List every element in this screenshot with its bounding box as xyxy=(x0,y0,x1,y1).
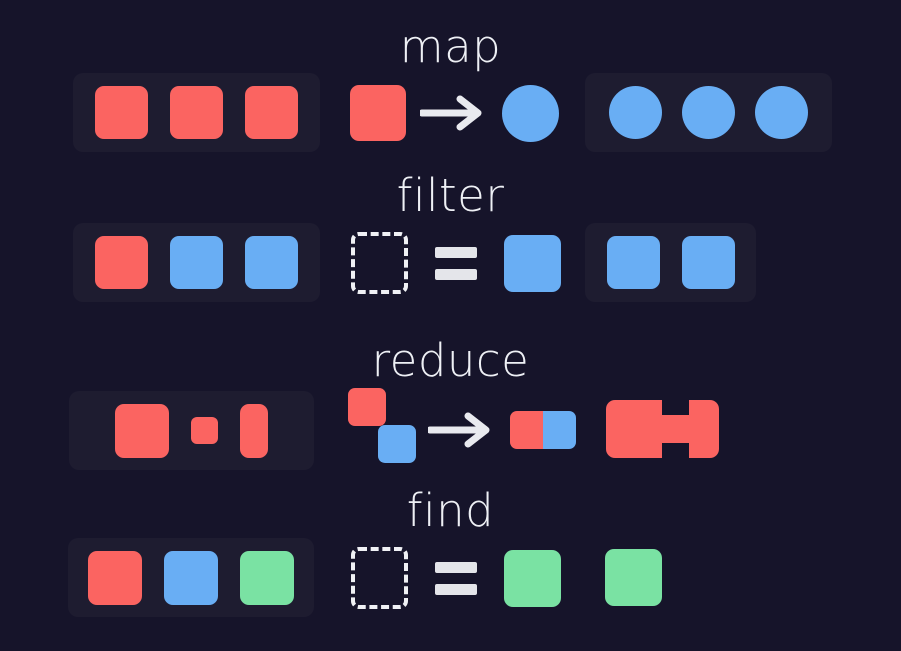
filter-operation xyxy=(351,232,561,294)
row-map: map xyxy=(0,0,901,170)
filter-output-item-1 xyxy=(606,236,660,289)
filter-input-item-2 xyxy=(170,236,223,289)
row-reduce: reduce xyxy=(0,314,901,484)
find-predicate-placeholder-icon xyxy=(351,547,408,609)
filter-predicate-match-shape xyxy=(504,234,561,292)
row-title-reduce: reduce xyxy=(371,334,530,387)
row-filter: filter xyxy=(0,149,901,319)
filter-input-item-1 xyxy=(95,236,148,289)
filter-input-list xyxy=(73,223,320,302)
find-output-value xyxy=(605,549,662,606)
map-output-item-3 xyxy=(755,86,808,139)
find-input-item-2 xyxy=(164,550,218,605)
map-operation xyxy=(350,80,559,146)
reduce-output-segment-2 xyxy=(662,415,689,443)
reduce-accumulated-pair xyxy=(510,411,576,449)
reduce-output-value xyxy=(606,400,719,458)
reduce-input-list xyxy=(69,391,314,470)
reduce-input-item-2 xyxy=(191,417,218,444)
reduce-input-item-3 xyxy=(240,403,268,458)
arrow-right-icon xyxy=(428,410,496,450)
filter-predicate-placeholder-icon xyxy=(351,232,408,294)
map-input-list xyxy=(73,73,320,152)
reduce-accumulated-part-2 xyxy=(543,411,576,449)
find-input-item-3 xyxy=(240,550,294,605)
find-predicate-match-shape xyxy=(504,549,561,607)
map-output-item-2 xyxy=(682,86,735,139)
find-output-item-1 xyxy=(605,549,662,606)
reduce-operand-2 xyxy=(378,425,416,463)
find-input-list xyxy=(68,538,314,617)
map-output-item-1 xyxy=(609,86,662,139)
map-operation-target-shape xyxy=(502,84,559,142)
reduce-operand-1 xyxy=(348,388,386,426)
row-title-filter: filter xyxy=(396,169,505,222)
reduce-output-segment-1 xyxy=(606,400,662,458)
filter-input-item-3 xyxy=(245,236,298,289)
equals-icon xyxy=(435,561,477,595)
arrow-right-icon xyxy=(420,93,488,133)
reduce-operands xyxy=(348,388,416,472)
equals-icon xyxy=(435,246,477,280)
reduce-output-segment-3 xyxy=(689,400,719,458)
reduce-operation xyxy=(348,388,576,472)
filter-output-list xyxy=(585,223,756,302)
row-find: find xyxy=(0,464,901,651)
filter-output-item-2 xyxy=(681,236,735,289)
map-input-item-1 xyxy=(95,86,148,139)
map-output-list xyxy=(585,73,832,152)
row-title-map: map xyxy=(399,20,502,73)
map-operation-source-shape xyxy=(350,85,406,141)
reduce-input-item-1 xyxy=(115,403,169,458)
map-input-item-3 xyxy=(245,86,298,139)
find-input-item-1 xyxy=(88,550,142,605)
row-title-find: find xyxy=(406,484,495,537)
find-operation xyxy=(351,547,561,609)
map-input-item-2 xyxy=(170,86,223,139)
reduce-accumulated-part-1 xyxy=(510,411,543,449)
